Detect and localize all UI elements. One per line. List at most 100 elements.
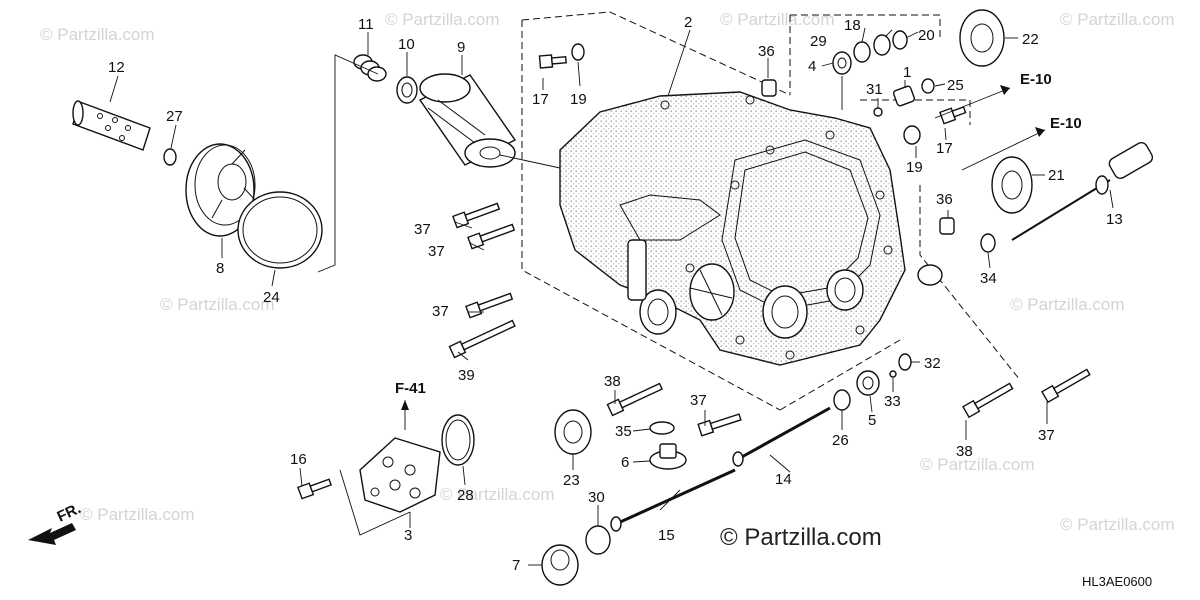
ref-e10-a: E-10 [934,71,1052,119]
callout-14: 14 [775,471,792,488]
watermark: © Partzilla.com [1060,515,1175,534]
dowel-pin-36 [939,217,955,235]
callout-19: 19 [906,159,923,176]
o-ring-31 [873,107,883,117]
watermark-layer: © Partzilla.com © Partzilla.com © Partzi… [40,10,1175,534]
callout-4: 4 [808,58,816,75]
callout-23: 23 [563,472,580,489]
leader-lines [109,27,1114,566]
callout-38: 38 [956,443,973,460]
callout-22: 22 [1022,31,1039,48]
o-ring-27 [163,148,177,166]
callout-35: 35 [615,423,632,440]
callout-37: 37 [414,221,431,238]
o-ring-33 [889,370,897,378]
callout-39: 39 [458,367,475,384]
callout-28: 28 [457,487,474,504]
callout-32: 32 [924,355,941,372]
callout-9: 9 [457,39,465,56]
oil-filter-element [418,73,517,168]
watermark: © Partzilla.com [80,505,195,524]
callout-36: 36 [936,191,953,208]
callout-12: 12 [108,59,125,76]
washer-32 [898,353,912,371]
callout-38: 38 [604,373,621,390]
o-ring-10 [396,76,418,104]
oil-seal-23 [554,409,592,455]
callout-6: 6 [621,454,629,471]
o-ring-30 [585,525,611,555]
o-ring-24 [237,191,323,269]
watermark: © Partzilla.com [920,455,1035,474]
callout-37: 37 [432,303,449,320]
callout-1: 1 [903,64,911,81]
watermark: © Partzilla.com [385,10,500,29]
watermark: © Partzilla.com [1060,10,1175,29]
callout-17: 17 [936,140,953,157]
svg-text:E-10: E-10 [1050,115,1082,132]
o-ring-25 [921,78,935,94]
callout-36: 36 [758,43,775,60]
callout-2: 2 [684,14,692,31]
callout-3: 3 [404,527,412,544]
callout-5: 5 [868,412,876,429]
oil-seal-4 [832,51,852,75]
callout-16: 16 [290,451,307,468]
watermark: © Partzilla.com [40,25,155,44]
o-ring-18 [873,34,891,56]
watermark-main: © Partzilla.com [720,524,882,551]
callout-11: 11 [358,16,374,33]
callout-13: 13 [1106,211,1123,228]
front-direction-arrow: FR. [28,500,84,545]
case-bolt-holes [660,95,893,360]
bearing-22 [959,9,1005,67]
callout-15: 15 [658,527,675,544]
ref-e10-b: E-10 [961,115,1082,171]
diagram-code: HL3AE0600 [1082,574,1152,589]
callout-20: 20 [918,27,935,44]
callout-10: 10 [398,36,415,53]
flange-bolts [297,54,1091,500]
callout-34: 34 [980,270,997,287]
washer-29 [853,41,871,63]
long-bolt-14 [732,451,744,467]
callout-7: 7 [512,557,520,574]
callout-25: 25 [947,77,964,94]
callout-37: 37 [1038,427,1055,444]
o-ring-20 [892,30,908,50]
callout-24: 24 [263,289,280,306]
callout-27: 27 [166,108,183,125]
callout-37: 37 [690,392,707,409]
watermark: © Partzilla.com [160,295,275,314]
svg-text:E-10: E-10 [1020,71,1052,88]
dowel-pin-36 [761,79,777,97]
callout-26: 26 [832,432,849,449]
callout-31: 31 [866,81,883,98]
washer-19 [903,125,921,145]
spring-set [353,54,387,82]
callout-29: 29 [810,33,827,50]
joint-5 [856,370,880,396]
callout-37: 37 [428,243,445,260]
watermark: © Partzilla.com [440,485,555,504]
left-crankcase-cover [559,91,943,366]
oil-filter-cover [185,143,256,237]
o-ring-34 [980,233,996,253]
o-ring-26 [833,389,851,411]
callout-18: 18 [844,17,861,34]
watermark: © Partzilla.com [1010,295,1125,314]
callout-17: 17 [532,91,549,108]
callout-8: 8 [216,260,224,277]
callout-30: 30 [588,489,605,506]
bearing-21 [991,156,1033,214]
callout-21: 21 [1048,167,1065,184]
callout-labels: 1 2 3 4 5 6 7 8 9 10 11 12 13 14 15 16 1… [108,14,1123,574]
plug-1 [892,85,916,107]
long-bolt-15 [610,516,622,532]
oil-pump-3 [359,437,441,513]
filler-plug-7 [541,544,579,586]
washer-35 [649,421,675,435]
svg-text:F-41: F-41 [395,380,426,397]
watermark: © Partzilla.com [720,10,835,29]
